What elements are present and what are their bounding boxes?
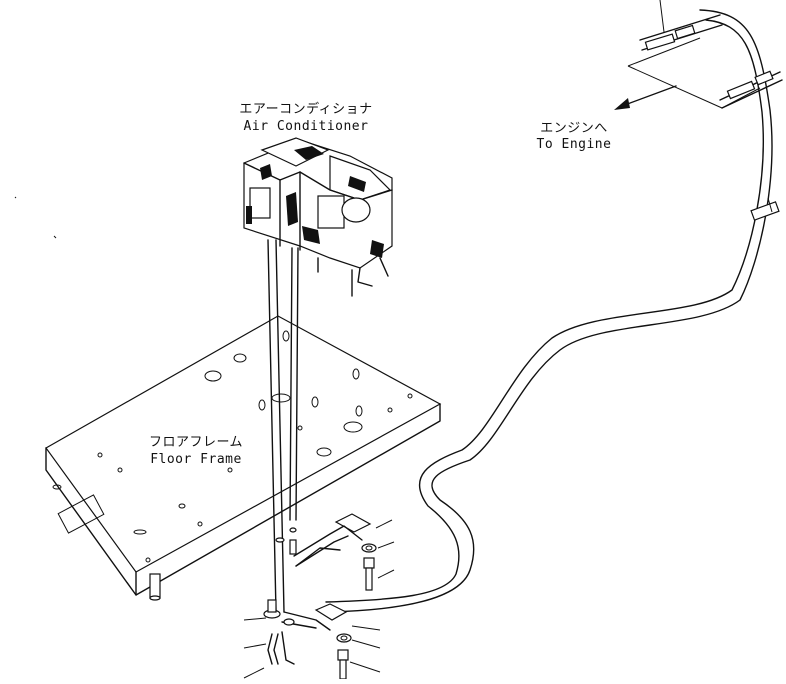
engine-hose: [325, 9, 780, 613]
stray-mark: [14, 196, 17, 199]
floor-frame: [45, 315, 442, 601]
floor-label-jp: フロアフレーム: [148, 435, 244, 450]
upper-bracket: [293, 513, 395, 591]
engine-label-jp: エンジンへ: [540, 121, 608, 136]
drain-tubes: [267, 239, 299, 613]
floor-label-en: Floor Frame: [150, 452, 242, 467]
lower-bracket: [243, 599, 381, 680]
stray-mark: [53, 235, 57, 239]
to-engine-arrow: [614, 85, 677, 110]
aircon-label-en: Air Conditioner: [243, 119, 369, 134]
air-conditioner-unit: [243, 137, 393, 297]
pipe-fittings: [627, 0, 783, 109]
aircon-label-jp: エアーコンディショナ: [239, 102, 373, 117]
engine-label-en: To Engine: [536, 137, 612, 152]
